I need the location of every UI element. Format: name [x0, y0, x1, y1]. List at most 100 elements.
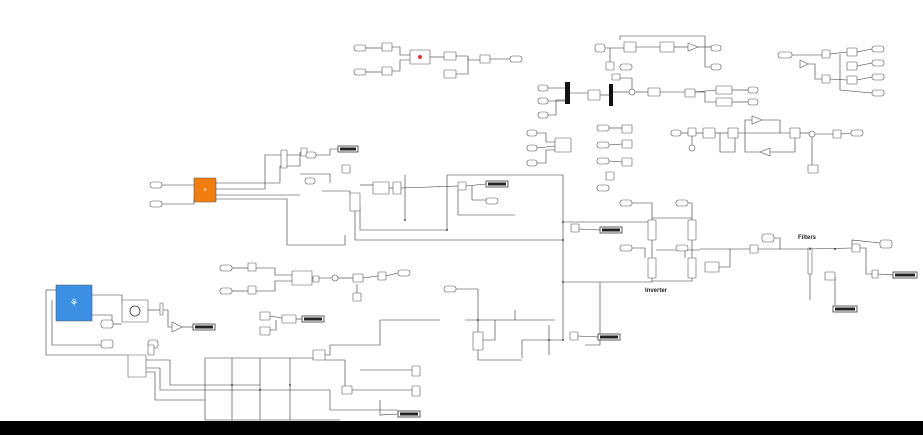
display-readout — [195, 325, 213, 329]
from-tag — [537, 84, 549, 92]
wire — [774, 237, 781, 249]
wire — [216, 198, 346, 246]
relay-block — [341, 385, 353, 395]
product-block — [377, 271, 387, 281]
output-port — [871, 45, 885, 53]
mux-block — [392, 181, 402, 195]
wire — [163, 309, 172, 328]
math-block — [846, 47, 858, 57]
wire — [829, 78, 848, 81]
product-block — [821, 74, 831, 84]
goto-tag — [619, 63, 633, 71]
display-readout — [340, 147, 356, 151]
output-port — [879, 239, 893, 249]
gain-block — [799, 59, 809, 69]
integrator-block — [789, 127, 801, 139]
gain-block — [312, 275, 320, 283]
wire — [577, 335, 599, 338]
input-port — [777, 51, 793, 59]
const-block — [807, 164, 819, 174]
wire — [400, 185, 459, 189]
wire — [385, 272, 399, 277]
const-block — [611, 73, 621, 81]
wire — [456, 288, 479, 332]
model-blocks: ⚙⚘ — [55, 41, 918, 418]
wire — [719, 249, 731, 268]
wire — [840, 132, 852, 135]
input-port — [219, 287, 233, 295]
wire — [652, 278, 693, 282]
relay-block — [312, 349, 326, 361]
generator-icon: ⚙ — [203, 187, 207, 192]
wind-turbine-block — [55, 284, 93, 322]
wire — [808, 63, 822, 80]
sum-block — [628, 88, 636, 96]
output-port — [509, 55, 523, 63]
delay-block — [381, 66, 393, 76]
display-block — [621, 157, 633, 167]
wire — [856, 76, 873, 81]
output-port — [850, 129, 864, 137]
delay-block — [605, 61, 615, 71]
junction-dot — [562, 221, 564, 223]
delay-block — [381, 42, 393, 52]
wire — [608, 143, 623, 146]
integrator-block — [659, 41, 675, 53]
wire — [762, 119, 781, 133]
display-readout — [488, 182, 506, 186]
filter-block — [702, 127, 716, 139]
display-block — [621, 124, 633, 134]
input-port — [149, 181, 163, 189]
permanent-magnet-generator — [193, 177, 217, 203]
inductor-block — [749, 244, 759, 254]
junction-dot — [477, 319, 479, 321]
switch-block — [147, 344, 155, 356]
output-port — [397, 269, 411, 277]
wire — [325, 319, 440, 356]
display-block — [597, 333, 621, 341]
input-port — [594, 43, 606, 53]
wire — [270, 320, 277, 331]
wire — [51, 300, 101, 346]
input-port — [670, 129, 682, 137]
wire — [829, 51, 848, 55]
converter-block — [349, 192, 361, 212]
scope-marker — [418, 55, 422, 59]
signal-wires — [45, 35, 894, 421]
wire — [471, 186, 486, 201]
junction-dot — [809, 248, 811, 250]
input-port — [219, 264, 233, 272]
dc-source-block — [570, 223, 580, 233]
product-block — [479, 54, 491, 64]
igbt-switch — [647, 257, 657, 279]
from-tag — [619, 244, 633, 252]
wire — [329, 390, 398, 411]
input-port — [353, 44, 367, 52]
gain-block — [751, 115, 763, 125]
wire — [162, 198, 195, 205]
sinusoid-block — [715, 97, 733, 107]
scope-block — [554, 137, 572, 153]
math-block — [352, 273, 364, 283]
mux-bar — [609, 84, 613, 106]
transform-block — [372, 181, 390, 195]
measurement-block — [704, 261, 720, 273]
wire — [300, 173, 331, 183]
dc-source-block — [569, 331, 579, 341]
filter-block — [623, 41, 637, 53]
wire — [608, 160, 623, 163]
from-tag — [675, 244, 689, 252]
delay-block — [687, 127, 697, 137]
wire — [744, 133, 760, 153]
delay-block — [247, 285, 257, 295]
wire — [770, 138, 796, 153]
display-block — [192, 323, 216, 331]
gain-block — [687, 42, 699, 52]
wire — [620, 77, 633, 89]
junction-dot — [404, 219, 406, 221]
logic-block — [127, 354, 147, 378]
goto-tag — [304, 177, 316, 185]
switch-block — [871, 269, 879, 279]
wire — [92, 294, 123, 303]
